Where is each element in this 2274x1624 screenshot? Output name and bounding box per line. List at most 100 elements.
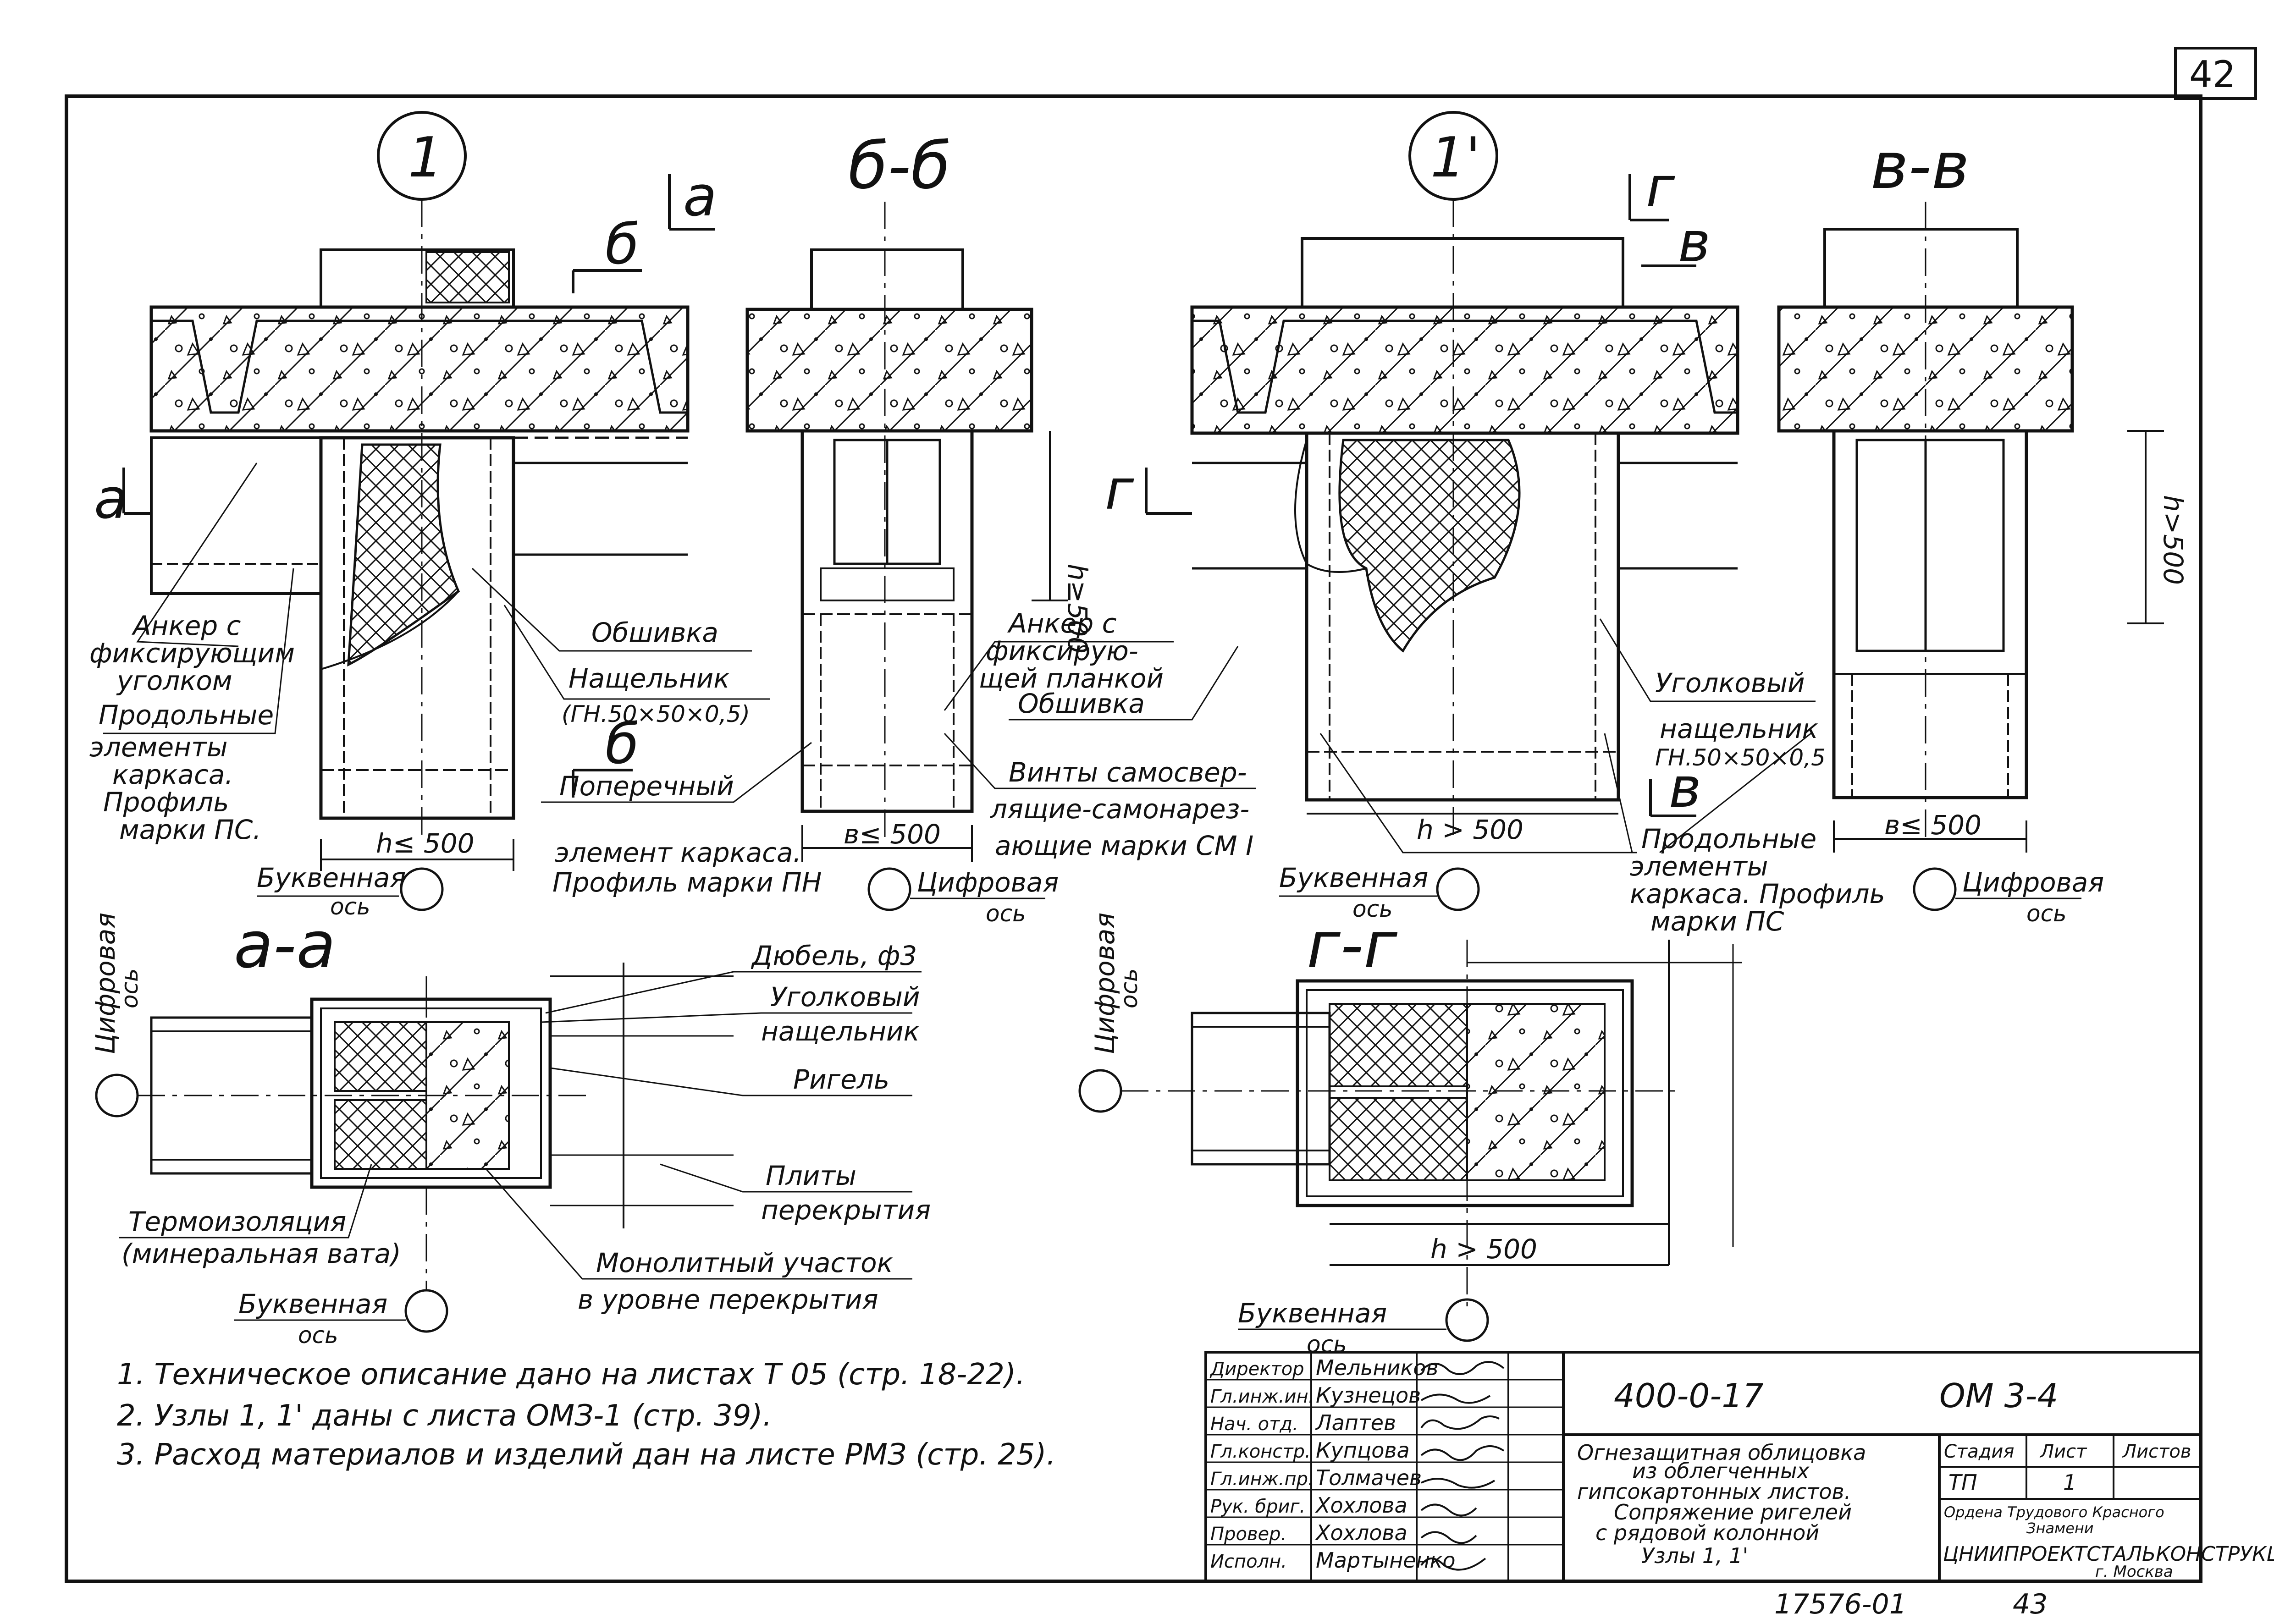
label-obshivka-2: Обшивка bbox=[1018, 688, 1145, 719]
column-node1 bbox=[319, 436, 515, 820]
tb-title-1: из облегченных bbox=[1632, 1459, 1810, 1483]
label-anchor-plank-3: щей планкой bbox=[979, 663, 1164, 694]
tb-city: г. Москва bbox=[2095, 1563, 2173, 1581]
tb-title-4: с рядовой колонной bbox=[1595, 1520, 1819, 1545]
tb-stage-head: Стадия bbox=[1944, 1441, 2014, 1462]
label-nashchelnik: Нащельник bbox=[568, 663, 729, 694]
label-buk-axis-gg-2: ось bbox=[1307, 1331, 1347, 1358]
label-plates-1: Плиты bbox=[766, 1160, 856, 1191]
label-longitudinal-1: Продольные bbox=[99, 699, 274, 731]
section-mark-v-top: в bbox=[1678, 211, 1711, 275]
label-transverse-1: Поперечный bbox=[559, 771, 734, 802]
axis-bukv-aa bbox=[404, 1289, 448, 1333]
label-digital-axis-vv-2: ось bbox=[2026, 900, 2067, 927]
tb-name-4: Толмачев bbox=[1316, 1465, 1422, 1490]
label-anchor-plank-1: Анкер с bbox=[1007, 608, 1117, 639]
label-longitudinal-4: Профиль bbox=[103, 787, 229, 818]
axis-digital-gg bbox=[1078, 1069, 1122, 1113]
label-digital-axis-aa-2: ось bbox=[116, 968, 143, 1008]
label-angle-nash-2: нащельник bbox=[1660, 713, 1818, 744]
tb-org-small-1: Знамени bbox=[2026, 1519, 2094, 1537]
tb-title-0: Огнезащитная облицовка bbox=[1577, 1440, 1866, 1465]
note-3: 3. Расход материалов и изделий дан на ли… bbox=[117, 1438, 1056, 1472]
label-buk-axis-2b: ось bbox=[1352, 896, 1393, 922]
section-gg-view: г-г Цифровая ось h > 500 Буквенная ось bbox=[1078, 908, 1742, 1358]
tb-org-small-0: Ордена Трудового Красного bbox=[1944, 1503, 2164, 1521]
label-buk-axis-1: Буквенная bbox=[257, 862, 406, 893]
section-aa-view: а-а Цифровая ось Буквенная ось Дюбель, ф… bbox=[90, 908, 931, 1349]
label-digital-axis-aa: Цифровая bbox=[90, 913, 121, 1054]
slab-node1 bbox=[149, 305, 690, 433]
note-1: 1. Техническое описание дано на листах Т… bbox=[117, 1358, 1025, 1392]
tb-role-7: Исполн. bbox=[1210, 1551, 1287, 1572]
beam-node1 bbox=[150, 436, 322, 595]
page-number: 42 bbox=[2189, 53, 2236, 96]
label-plates-2: перекрытия bbox=[761, 1195, 931, 1226]
label-longitudinal2-4: марки ПС bbox=[1650, 906, 1784, 937]
title-block: Директор Гл.инж.ин. Нач. отд. Гл.констр.… bbox=[1204, 1351, 2274, 1583]
tb-name-7: Мартыненко bbox=[1316, 1548, 1456, 1573]
tb-name-2: Лаптев bbox=[1315, 1410, 1396, 1435]
section-bb-view: б-б h≥500 г в≤ 500 Цифровая ось bbox=[745, 129, 1192, 927]
section-vv-view: в-в h>500 в≤ 500 Цифровая ось bbox=[1777, 129, 2189, 927]
label-digital-axis-bb: Цифровая bbox=[917, 867, 1059, 898]
tb-code: 400-0-17 bbox=[1614, 1376, 1764, 1415]
column-aa bbox=[310, 997, 552, 1189]
dim-b-le-500-vv: в≤ 500 bbox=[1884, 809, 1981, 841]
centre-labels: Поперечный элемент каркаса. Профиль марк… bbox=[541, 608, 1256, 898]
slab-bb bbox=[745, 308, 1033, 433]
section-bb-title: б-б bbox=[848, 129, 950, 204]
label-buk-axis-1b: ось bbox=[330, 893, 370, 920]
tb-sheets-head: Листов bbox=[2122, 1441, 2191, 1462]
label-angle-nash-3: ГН.50×50×0,5 bbox=[1655, 744, 1826, 771]
tb-sheet-no: 1 bbox=[2063, 1470, 2076, 1495]
axis-digital-aa bbox=[95, 1073, 139, 1118]
axis-digital-bb bbox=[867, 867, 911, 911]
section-gg-title: г-г bbox=[1307, 908, 1398, 983]
node-1p-view: 1' г в h > 500 Буквенная ось в Уголковый… bbox=[1190, 111, 1885, 937]
column-vv bbox=[1832, 429, 2028, 799]
label-buk-axis-gg: Буквенная bbox=[1238, 1298, 1387, 1329]
label-monolith-1: Монолитный участок bbox=[596, 1247, 893, 1278]
tb-role-6: Провер. bbox=[1210, 1524, 1286, 1545]
tb-role-2: Нач. отд. bbox=[1210, 1414, 1298, 1435]
section-mark-b-top: б bbox=[605, 213, 639, 277]
label-buk-axis-aa-2: ось bbox=[298, 1322, 338, 1349]
label-digital-axis-bb-2: ось bbox=[986, 900, 1026, 927]
label-thermal-2: (минеральная вата) bbox=[121, 1238, 401, 1269]
tb-role-1: Гл.инж.ин. bbox=[1210, 1386, 1314, 1407]
dim-b-le-500-bb: в≤ 500 bbox=[844, 819, 941, 850]
bottom-code: 17576-01 bbox=[1774, 1588, 1907, 1620]
label-longitudinal2-3: каркаса. Профиль bbox=[1630, 878, 1885, 909]
signature-scribbles bbox=[1420, 1361, 1505, 1571]
label-screws-1: Винты самосвер- bbox=[1009, 757, 1247, 788]
dim-h-le-500-node1: h≤ 500 bbox=[376, 828, 475, 859]
node-1-label: 1 bbox=[408, 126, 443, 190]
section-mark-v-bottom: в bbox=[1669, 756, 1701, 820]
label-anchor-angle-2: фиксирующим bbox=[89, 638, 295, 669]
axis-digital-vv bbox=[1913, 867, 1957, 911]
label-buk-axis-2: Буквенная bbox=[1279, 862, 1428, 893]
label-thermal-1: Термоизоляция bbox=[128, 1206, 346, 1237]
label-dowel: Дюбель, ф3 bbox=[751, 940, 917, 971]
label-transverse-3: Профиль марки ПН bbox=[552, 867, 822, 898]
label-anchor-angle-3: уголком bbox=[116, 665, 232, 696]
label-digital-axis-vv: Цифровая bbox=[1962, 867, 2104, 898]
column-node1p bbox=[1305, 431, 1620, 802]
tb-role-5: Рук. бриг. bbox=[1210, 1496, 1305, 1517]
section-mark-g-left: г bbox=[1105, 458, 1134, 522]
label-longitudinal2-2: элементы bbox=[1630, 851, 1768, 882]
dim-h-gt-500-node1p: h > 500 bbox=[1417, 814, 1523, 845]
node-1p-label: 1' bbox=[1430, 126, 1480, 190]
label-angle-nash2-1: Уголковый bbox=[770, 981, 920, 1013]
label-anchor-angle-1: Анкер с bbox=[131, 610, 241, 641]
bottom-page: 43 bbox=[2013, 1588, 2048, 1620]
tb-role-3: Гл.констр. bbox=[1210, 1441, 1311, 1462]
tb-title-2: гипсокартонных листов. bbox=[1577, 1479, 1851, 1504]
tb-name-0: Мельников bbox=[1316, 1355, 1439, 1380]
label-nashchelnik-spec: (ГН.50×50×0,5) bbox=[562, 701, 750, 727]
label-monolith-2: в уровне перекрытия bbox=[578, 1284, 878, 1315]
tb-role-0: Директор bbox=[1209, 1359, 1304, 1380]
tb-name-5: Хохлова bbox=[1315, 1493, 1407, 1518]
